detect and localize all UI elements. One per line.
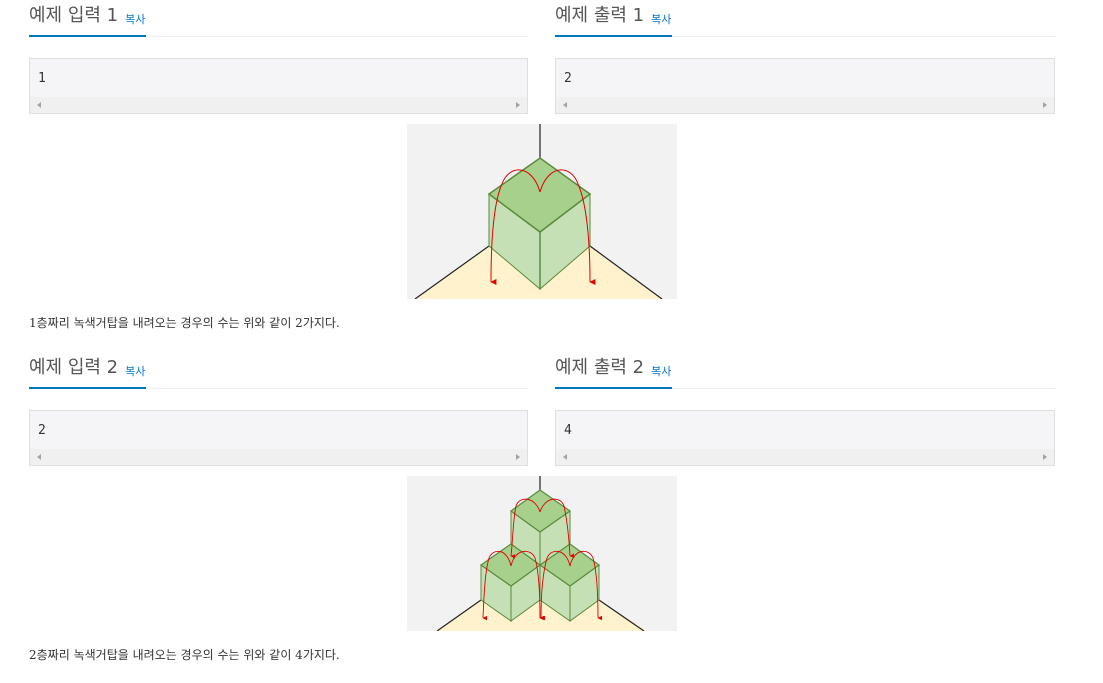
scroll-right-icon[interactable]	[1043, 454, 1047, 460]
caption-1: 1층짜리 녹색거탑을 내려오는 경우의 수는 위와 같이 2가지다.	[29, 316, 340, 330]
tower-figure-1	[407, 124, 677, 300]
sample-output-1: 예제 출력 1 복사 2	[555, 0, 1055, 114]
descent-path-top-right	[539, 498, 575, 559]
scroll-left-icon[interactable]	[37, 102, 41, 108]
scroll-right-icon[interactable]	[516, 102, 520, 108]
horizontal-scrollbar[interactable]	[30, 449, 527, 465]
heading-underline: 예제 출력 2 복사	[555, 352, 1055, 389]
copy-button[interactable]: 복사	[651, 365, 672, 378]
sample-output-box[interactable]: 2	[555, 58, 1055, 114]
one-layer-tower-illustration	[407, 124, 677, 300]
descent-path-right-right	[569, 550, 603, 621]
left-axis	[414, 245, 490, 300]
sample-input-heading: 예제 입력 1 복사	[29, 0, 147, 37]
sample-input-value: 2	[38, 423, 46, 438]
heading-underline: 예제 입력 1 복사	[29, 0, 528, 37]
scroll-left-icon[interactable]	[563, 102, 567, 108]
heading-underline: 예제 입력 2 복사	[29, 352, 528, 389]
horizontal-scrollbar[interactable]	[30, 97, 527, 113]
sample-input-value: 1	[38, 71, 46, 86]
descent-path-right	[539, 169, 596, 285]
left-axis	[436, 599, 482, 632]
scroll-left-icon[interactable]	[563, 454, 567, 460]
sample-output-2: 예제 출력 2 복사 4	[555, 352, 1055, 466]
caption-2: 2층짜리 녹색거탑을 내려오는 경우의 수는 위와 같이 4가지다.	[29, 648, 340, 662]
sample-input-title: 예제 입력 2	[29, 357, 119, 378]
sample-input-box[interactable]: 1	[29, 58, 528, 114]
right-axis	[589, 245, 663, 300]
floor-plane	[437, 600, 647, 631]
scroll-right-icon[interactable]	[1043, 102, 1047, 108]
sample-output-box[interactable]: 4	[555, 410, 1055, 466]
right-axis	[598, 599, 645, 632]
sample-input-2: 예제 입력 2 복사 2	[29, 352, 528, 466]
floor-plane	[417, 246, 662, 299]
descent-path-top-left	[510, 498, 541, 559]
two-layer-tower-illustration	[407, 476, 677, 632]
scroll-right-icon[interactable]	[516, 454, 520, 460]
sample-output-heading: 예제 출력 2 복사	[555, 352, 673, 389]
sample-input-heading: 예제 입력 2 복사	[29, 352, 147, 389]
horizontal-scrollbar[interactable]	[556, 97, 1054, 113]
descent-path-left-right	[510, 550, 545, 621]
scroll-left-icon[interactable]	[37, 454, 41, 460]
descent-path-left-left	[482, 550, 512, 621]
copy-button[interactable]: 복사	[125, 13, 146, 26]
horizontal-scrollbar[interactable]	[556, 449, 1054, 465]
sample-output-title: 예제 출력 1	[555, 5, 645, 26]
descent-path-right-left	[540, 550, 571, 621]
sample-input-box[interactable]: 2	[29, 410, 528, 466]
descent-path-left	[490, 169, 541, 286]
sample-input-title: 예제 입력 1	[29, 5, 119, 26]
heading-underline: 예제 출력 1 복사	[555, 0, 1055, 37]
sample-output-title: 예제 출력 2	[555, 357, 645, 378]
tower-figure-2	[407, 476, 677, 632]
sample-output-value: 2	[564, 71, 572, 86]
sample-input-1: 예제 입력 1 복사 1	[29, 0, 528, 114]
copy-button[interactable]: 복사	[125, 365, 146, 378]
copy-button[interactable]: 복사	[651, 13, 672, 26]
sample-output-heading: 예제 출력 1 복사	[555, 0, 673, 37]
sample-output-value: 4	[564, 423, 572, 438]
